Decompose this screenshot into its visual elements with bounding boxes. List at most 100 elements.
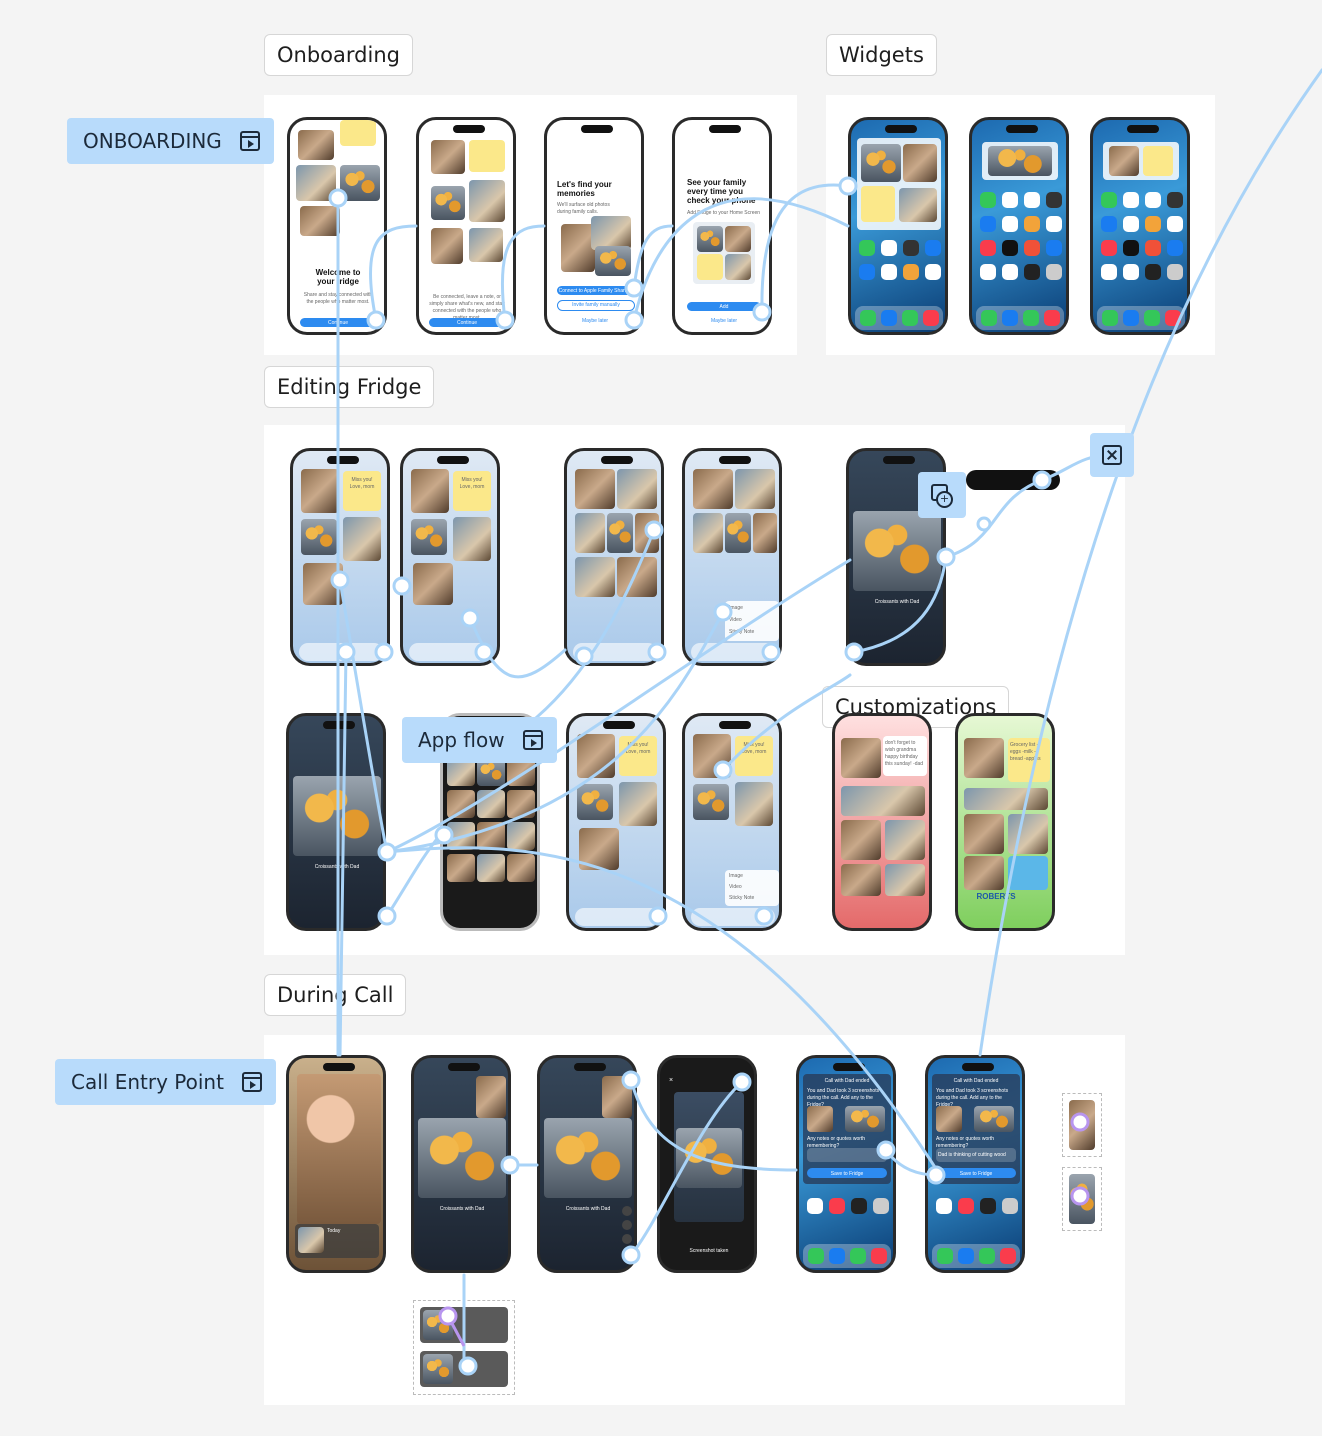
app-icon[interactable] — [1167, 264, 1183, 280]
screen-fridge-1[interactable]: Miss you! Love, mom — [290, 448, 390, 666]
invite-manually-button[interactable]: Invite family manually — [557, 300, 635, 311]
play-frame-icon[interactable] — [239, 131, 260, 151]
app-icon[interactable] — [1046, 192, 1062, 208]
screen-widget-home-3[interactable] — [1090, 117, 1190, 335]
screen-onboarding-welcome[interactable]: Welcome to your fridge Share and stay co… — [287, 117, 387, 335]
screen-custom-red[interactable]: don't forget to wish grandma happy birth… — [832, 713, 932, 931]
screen-widget-home-1[interactable] — [848, 117, 948, 335]
app-icon[interactable] — [1024, 240, 1040, 256]
screen-widget-home-2[interactable] — [969, 117, 1069, 335]
app-icon[interactable] — [1002, 240, 1018, 256]
section-label-during-call[interactable]: During Call — [264, 974, 407, 1016]
save-prompt-card[interactable]: Call with Dad ended You and Dad took 3 s… — [932, 1074, 1020, 1184]
app-icon[interactable] — [958, 1198, 974, 1214]
screen-onboarding-connect[interactable]: Be connected, leave a note, or simply sh… — [416, 117, 516, 335]
menu-item-video[interactable]: Video — [729, 884, 742, 890]
app-icon[interactable] — [1002, 192, 1018, 208]
add-widget-button[interactable]: Add — [687, 302, 761, 311]
screen-custom-green[interactable]: Grocery list -eggs -milk -bread -apples … — [955, 713, 1055, 931]
screen-call-fridge-2[interactable]: Croissants with Dad — [537, 1055, 637, 1273]
app-icon[interactable] — [851, 1198, 867, 1214]
menu-item-image[interactable]: Image — [729, 873, 743, 879]
connect-family-sharing-button[interactable]: Connect to Apple Family Sharing — [557, 286, 633, 295]
save-prompt-card[interactable]: Call with Dad ended You and Dad took 3 s… — [803, 1074, 891, 1184]
maybe-later-link[interactable]: Maybe later — [581, 318, 609, 324]
screen-call-incoming[interactable]: Today — [286, 1055, 386, 1273]
app-icon[interactable] — [1123, 192, 1139, 208]
fridge-widget-large[interactable] — [857, 138, 941, 230]
phone-app-icon[interactable] — [808, 1248, 824, 1264]
prompt-notes-field[interactable]: Dad is thinking of cutting wood — [936, 1148, 1016, 1162]
section-label-widgets[interactable]: Widgets — [826, 34, 937, 76]
app-icon[interactable] — [980, 192, 996, 208]
app-icon[interactable] — [1024, 264, 1040, 280]
screen-fridge-photo-detail-2[interactable]: Croissants with Dad — [286, 713, 386, 931]
phone-app-icon[interactable] — [981, 310, 997, 326]
component-avatar-variant-2[interactable] — [1062, 1167, 1102, 1231]
continue-button[interactable]: Continue — [429, 318, 505, 327]
app-icon[interactable] — [925, 240, 941, 256]
app-icon[interactable] — [1002, 216, 1018, 232]
safari-app-icon[interactable] — [958, 1248, 974, 1264]
flow-start-onboarding[interactable]: ONBOARDING — [67, 118, 274, 164]
close-overlay-button[interactable] — [1090, 433, 1134, 477]
continue-button[interactable]: Continue — [300, 318, 376, 327]
flow-start-app-flow[interactable]: App flow — [402, 717, 557, 763]
app-icon[interactable] — [1123, 264, 1139, 280]
maybe-later-link[interactable]: Maybe later — [710, 318, 738, 324]
safari-app-icon[interactable] — [1123, 310, 1139, 326]
app-icon[interactable] — [1123, 216, 1139, 232]
app-icon[interactable] — [1046, 240, 1062, 256]
screen-fridge-6[interactable]: Miss you! Love, mom Image Video Sticky N… — [682, 713, 782, 931]
app-icon[interactable] — [1167, 192, 1183, 208]
app-icon[interactable] — [807, 1198, 823, 1214]
screen-fridge-3[interactable] — [564, 448, 664, 666]
app-icon[interactable] — [1123, 240, 1139, 256]
safari-app-icon[interactable] — [881, 310, 897, 326]
save-to-fridge-button[interactable]: Save to Fridge — [936, 1168, 1016, 1178]
menu-item-image[interactable]: Image — [729, 605, 743, 611]
app-icon[interactable] — [1101, 264, 1117, 280]
music-app-icon[interactable] — [1000, 1248, 1016, 1264]
phone-app-icon[interactable] — [860, 310, 876, 326]
app-icon[interactable] — [1101, 192, 1117, 208]
screen-call-ended-prompt-1[interactable]: Call with Dad ended You and Dad took 3 s… — [796, 1055, 896, 1273]
screen-onboarding-memories[interactable]: Let's find your memories We'll surface o… — [544, 117, 644, 335]
mic-toggle-button[interactable] — [622, 1220, 632, 1230]
music-app-icon[interactable] — [1044, 310, 1060, 326]
screen-call-screenshot[interactable]: × Screenshot taken — [657, 1055, 757, 1273]
app-icon[interactable] — [1101, 216, 1117, 232]
add-menu[interactable]: Image Video Sticky Note — [725, 870, 779, 906]
fridge-widget-medium[interactable] — [982, 142, 1058, 180]
screen-onboarding-widget[interactable]: See your family every time you check you… — [672, 117, 772, 335]
flow-start-call-entry-point[interactable]: Call Entry Point — [55, 1059, 276, 1105]
play-frame-icon[interactable] — [522, 730, 543, 750]
messages-app-icon[interactable] — [1023, 310, 1039, 326]
more-button[interactable] — [622, 1234, 632, 1244]
app-icon[interactable] — [925, 264, 941, 280]
app-icon[interactable] — [980, 264, 996, 280]
app-icon[interactable] — [1046, 264, 1062, 280]
menu-item-sticky-note[interactable]: Sticky Note — [729, 895, 755, 901]
messages-app-icon[interactable] — [1144, 310, 1160, 326]
app-icon[interactable] — [1167, 216, 1183, 232]
app-icon[interactable] — [1002, 1198, 1018, 1214]
menu-item-sticky-note[interactable]: Sticky Note — [729, 629, 755, 635]
screen-fridge-4[interactable]: Image Video Sticky Note — [682, 448, 782, 666]
prompt-notes-field[interactable] — [807, 1148, 887, 1162]
open-overlay-button[interactable] — [918, 472, 966, 518]
menu-item-video[interactable]: Video — [729, 617, 742, 623]
app-icon[interactable] — [873, 1198, 889, 1214]
video-toggle-button[interactable] — [622, 1206, 632, 1216]
app-icon[interactable] — [1101, 240, 1117, 256]
app-icon[interactable] — [1024, 192, 1040, 208]
app-icon[interactable] — [1167, 240, 1183, 256]
music-app-icon[interactable] — [923, 310, 939, 326]
app-icon[interactable] — [881, 264, 897, 280]
save-to-fridge-button[interactable]: Save to Fridge — [807, 1168, 887, 1178]
app-icon[interactable] — [1145, 264, 1161, 280]
fridge-widget-medium[interactable] — [1103, 142, 1179, 180]
safari-app-icon[interactable] — [1002, 310, 1018, 326]
app-icon[interactable] — [936, 1198, 952, 1214]
app-icon[interactable] — [829, 1198, 845, 1214]
